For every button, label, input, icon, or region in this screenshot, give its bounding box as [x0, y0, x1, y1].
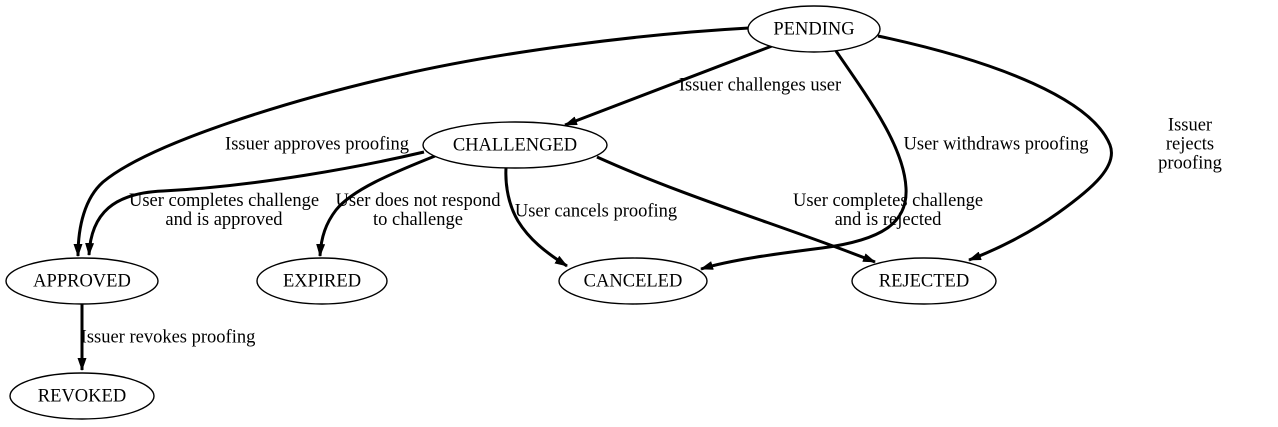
- state-approved-ellipse: [5, 257, 159, 305]
- state-challenged-ellipse: [422, 121, 608, 169]
- state-rejected-label: REJECTED: [878, 271, 970, 292]
- state-pending-ellipse: [747, 5, 881, 53]
- edge-pending-approved: [73, 26, 750, 257]
- edge-label-issuer-rejects-proofing: Issuer rejects proofing: [1158, 115, 1222, 174]
- state-canceled-ellipse: [558, 257, 708, 305]
- state-expired-label: EXPIRED: [282, 271, 362, 292]
- edge-pending-challenged: [564, 44, 773, 127]
- edge-label-issuer-approves-proofing: Issuer approves proofing: [225, 134, 409, 155]
- state-revoked-ellipse: [9, 372, 155, 420]
- edge-label-issuer-challenges-user: Issuer challenges user: [678, 75, 842, 96]
- edge-challenged-approved: [85, 150, 425, 256]
- state-expired-ellipse: [256, 257, 388, 305]
- edge-label-user-cancels-proofing: User cancels proofing: [514, 201, 678, 222]
- edge-label-user-withdraws-proofing: User withdraws proofing: [903, 134, 1089, 155]
- edge-label-completes-challenge-approved: User completes challenge and is approved: [128, 191, 320, 230]
- edge-pending-rejected: [877, 34, 1113, 262]
- edge-label-issuer-revokes-proofing: Issuer revokes proofing: [80, 327, 256, 348]
- edge-challenged-expired: [316, 154, 436, 257]
- edge-label-completes-challenge-rejected: User completes challenge and is rejected: [792, 191, 984, 230]
- edge-label-does-not-respond: User does not respond to challenge: [335, 191, 501, 230]
- edge-challenged-rejected: [596, 155, 876, 264]
- edge-challenged-canceled: [504, 167, 568, 268]
- state-approved-label: APPROVED: [33, 271, 131, 292]
- edge-pending-canceled: [700, 50, 908, 271]
- state-revoked-label: REVOKED: [37, 386, 127, 407]
- state-pending-label: PENDING: [773, 19, 855, 40]
- state-canceled-label: CANCELED: [583, 271, 683, 292]
- state-challenged-label: CHALLENGED: [452, 135, 578, 156]
- state-rejected-ellipse: [851, 257, 997, 305]
